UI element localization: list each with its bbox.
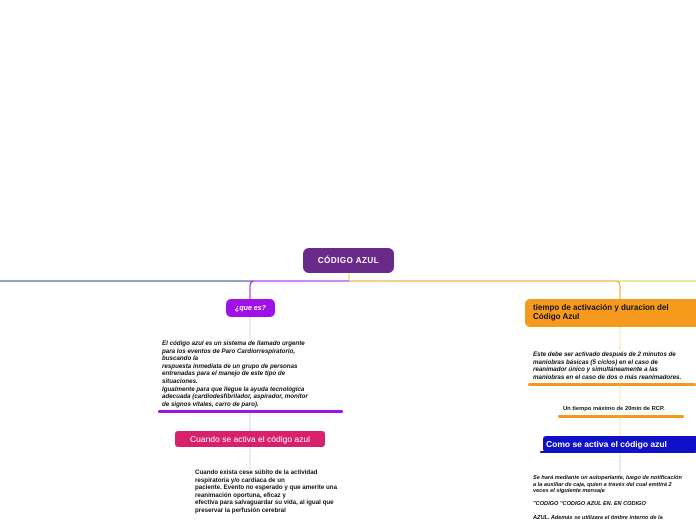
topic-cuando-se-activa[interactable]: Cuando se activa el código azul (175, 431, 325, 447)
tiempo-connector (349, 280, 621, 299)
que-es-description: El código azul es un sistema de llamado … (162, 340, 308, 408)
tiempo-maximo-text: Un tiempo máximo de 20min de RCP. (563, 406, 665, 412)
topic-como-se-activa[interactable]: Como se activa el código azul (543, 436, 696, 452)
topic-que-es[interactable]: ¿que es? (226, 299, 275, 317)
que-es-underline (158, 410, 343, 413)
topic-tiempo-activacion[interactable]: tiempo de activación y duracion del Códi… (525, 299, 696, 327)
cuando-description: Cuando exista cese súbito de la activida… (195, 469, 338, 514)
que-es-connector (249, 280, 349, 299)
root-node[interactable]: CÓDIGO AZUL (303, 248, 394, 273)
como-description: Se hará mediante un autoparlante, luego … (533, 475, 682, 520)
tiempo-description: Este debe ser activado después de 2 minu… (533, 351, 682, 381)
como-underline (540, 451, 696, 453)
tiempo-underline (528, 383, 696, 386)
tiempo-max-underline (558, 415, 684, 418)
